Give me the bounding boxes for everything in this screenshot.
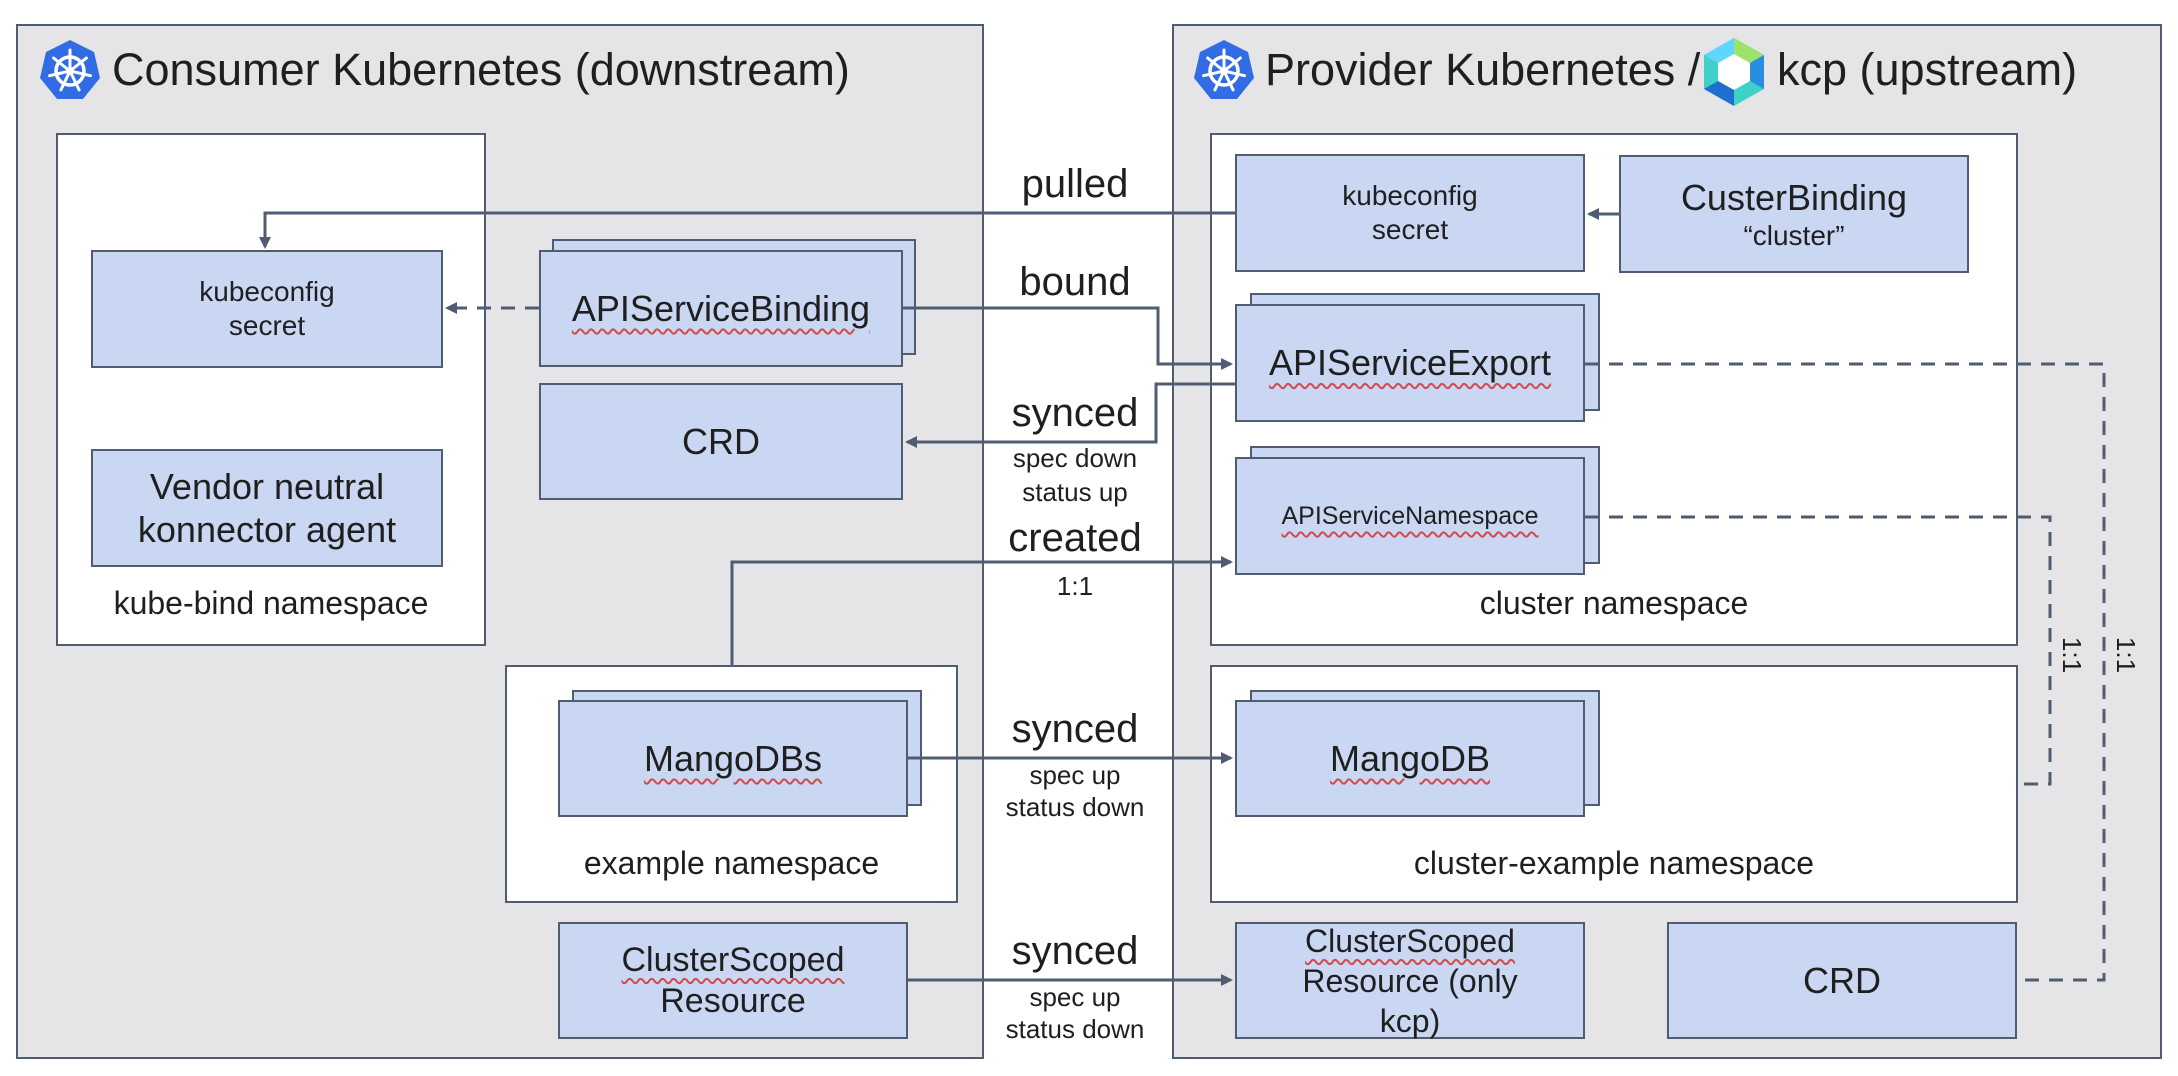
kube-bind-namespace	[56, 133, 486, 646]
synced-mango-label: synced	[1011, 707, 1139, 751]
provider-kubernetes-icon	[1192, 38, 1256, 107]
synced-mango-sub2: status down	[1005, 792, 1145, 822]
provider-cluster-title-prefix: Provider Kubernetes /	[1265, 44, 1701, 95]
synced-mango-sub1: spec up	[1029, 760, 1121, 790]
created-label: created	[1008, 516, 1142, 560]
mangodbs: MangoDBs	[558, 700, 908, 817]
pulled-label: pulled	[1021, 162, 1129, 206]
synced-cluster-sub1: spec up	[1029, 982, 1121, 1012]
kcp-icon	[1700, 36, 1768, 113]
kube-bind-namespace-label: kube-bind namespace	[113, 585, 429, 621]
api-service-namespace: APIServiceNamespace	[1235, 457, 1585, 575]
synced-crd-label: synced	[1011, 391, 1139, 435]
api-service-binding: APIServiceBinding	[539, 250, 903, 367]
provider-cluster-title-suffix: kcp (upstream)	[1777, 44, 2078, 95]
provider-mangodb: MangoDB	[1235, 700, 1585, 817]
synced-crd-sub1: spec down	[1012, 443, 1138, 473]
synced-cluster-sub2: status down	[1005, 1014, 1145, 1044]
one-to-one-label-b: 1:1	[2111, 636, 2141, 674]
synced-cluster-label: synced	[1011, 929, 1139, 973]
api-service-export: APIServiceExport	[1235, 304, 1585, 422]
bound-label: bound	[1019, 260, 1131, 304]
cluster-example-namespace-label: cluster-example namespace	[1413, 845, 1815, 881]
created-sub: 1:1	[1056, 571, 1094, 601]
cluster-namespace-label: cluster namespace	[1479, 585, 1749, 621]
provider-crd: CRD	[1667, 922, 2017, 1039]
consumer-crd: CRD	[539, 383, 903, 500]
cluster-binding: CusterBinding“cluster”	[1619, 155, 1969, 273]
consumer-kubernetes-icon	[38, 38, 102, 107]
consumer-cluster-title: Consumer Kubernetes (downstream)	[112, 44, 850, 95]
example-namespace-label: example namespace	[583, 845, 880, 881]
synced-crd-sub2: status up	[1022, 477, 1128, 507]
one-to-one-label-a: 1:1	[2057, 636, 2087, 674]
